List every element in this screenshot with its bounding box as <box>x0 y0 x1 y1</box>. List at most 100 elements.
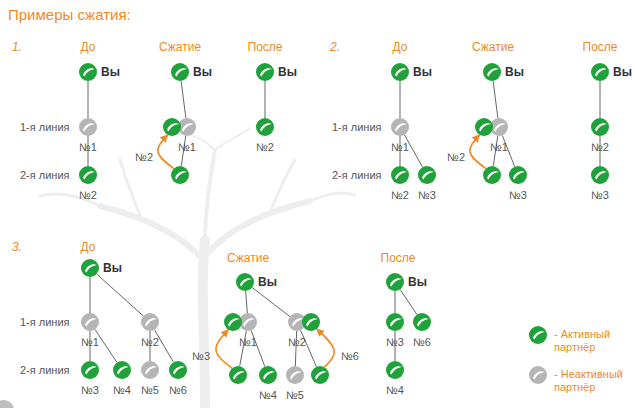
partner-icon <box>386 273 404 291</box>
partner-icon <box>386 361 404 379</box>
you-label: Вы <box>408 276 427 289</box>
partner-swoosh <box>487 68 499 76</box>
row-label: 1-я линия <box>20 120 70 134</box>
partner-swoosh <box>117 366 129 374</box>
partner-swoosh <box>390 318 402 326</box>
example-number: 1. <box>12 40 22 54</box>
partner-icon <box>81 313 99 331</box>
legend-swatch-icon <box>529 366 547 384</box>
sponsor-line <box>88 81 89 118</box>
partner-swoosh <box>260 68 272 76</box>
sponsor-line <box>400 289 417 314</box>
tree-branch <box>270 160 295 212</box>
partner-circle <box>418 166 436 184</box>
you-label: Вы <box>613 66 632 79</box>
inactive-partner: №1 <box>391 118 409 136</box>
partner-label: №1 <box>81 336 99 349</box>
partner-circle <box>591 118 609 136</box>
sponsor-line <box>265 81 266 118</box>
tree-trunk <box>203 240 205 408</box>
partner-swoosh <box>487 171 499 179</box>
active-partner: №3 <box>386 313 404 331</box>
partner-swoosh <box>595 68 607 76</box>
partner-icon <box>259 366 277 384</box>
legend-swatch <box>529 326 547 344</box>
active-partner <box>302 313 320 331</box>
partner-swoosh <box>315 371 327 379</box>
partner-label: №2 <box>447 151 465 164</box>
column-heading: После <box>381 251 416 265</box>
partner-label: №1 <box>178 141 196 154</box>
partner-circle <box>169 361 187 379</box>
row-label: 1-я линия <box>332 120 382 134</box>
partner-swoosh <box>595 171 607 179</box>
example-number: 2. <box>330 40 340 54</box>
partner-swoosh <box>290 371 302 379</box>
partner-swoosh <box>306 318 318 326</box>
partner-swoosh <box>395 171 407 179</box>
partner-label: №3 <box>192 350 210 363</box>
partner-label: №2 <box>135 151 153 164</box>
row-label: 2-я линия <box>20 168 70 182</box>
active-partner <box>475 118 493 136</box>
partner-label: №4 <box>259 389 277 402</box>
partner-label: №4 <box>386 384 404 397</box>
active-partner: №2 <box>591 118 609 136</box>
inactive-partner: №5 <box>141 361 159 379</box>
partner-swoosh <box>83 171 95 179</box>
partner-icon <box>163 118 181 136</box>
partner-label: №3 <box>81 384 99 397</box>
partner-circle <box>236 273 254 291</box>
partner-label: №2 <box>288 336 306 349</box>
active-partner: №3 <box>81 361 99 379</box>
partner-circle <box>224 313 242 331</box>
active-partner: Вы <box>171 63 189 81</box>
active-partner: №6 <box>413 313 431 331</box>
partner-swoosh <box>263 371 275 379</box>
sponsor-line <box>90 277 91 313</box>
partner-icon <box>302 313 320 331</box>
partner-circle <box>413 313 431 331</box>
partner-circle <box>259 366 277 384</box>
partner-circle <box>178 118 196 136</box>
sponsor-line <box>600 81 601 118</box>
active-partner: Вы <box>81 259 99 277</box>
partner-circle <box>171 63 189 81</box>
partner-circle <box>286 366 304 384</box>
partner-label: №4 <box>113 384 131 397</box>
partner-icon <box>311 366 329 384</box>
legend-swatch-icon <box>529 326 547 344</box>
partner-icon <box>475 118 493 136</box>
partner-swoosh <box>233 371 245 379</box>
inactive-partner: №5 <box>286 366 304 384</box>
partner-label: №1 <box>239 336 257 349</box>
partner-icon <box>236 273 254 291</box>
row-label: 1-я линия <box>20 315 70 329</box>
partner-icon <box>256 118 274 136</box>
partner-circle <box>171 166 189 184</box>
partner-swoosh <box>390 366 402 374</box>
sponsor-line <box>493 81 498 118</box>
partner-circle <box>81 259 99 277</box>
active-partner: №2 <box>256 118 274 136</box>
partner-circle <box>79 63 97 81</box>
partner-circle <box>113 361 131 379</box>
partner-circle <box>311 366 329 384</box>
you-label: Вы <box>258 276 277 289</box>
sponsor-line <box>181 81 186 118</box>
partner-circle <box>302 313 320 331</box>
inactive-partner: №2 <box>141 313 159 331</box>
partner-swoosh <box>395 123 407 131</box>
active-partner: №3 <box>509 166 527 184</box>
column-heading: После <box>583 40 618 54</box>
partner-swoosh <box>240 278 252 286</box>
partner-circle <box>591 166 609 184</box>
partner-swoosh <box>243 318 255 326</box>
partner-icon <box>79 63 97 81</box>
partner-swoosh <box>390 278 402 286</box>
tree-branch <box>215 128 250 150</box>
partner-circle <box>386 313 404 331</box>
partner-circle <box>81 313 99 331</box>
active-partner: №3 <box>591 166 609 184</box>
partner-circle <box>483 63 501 81</box>
